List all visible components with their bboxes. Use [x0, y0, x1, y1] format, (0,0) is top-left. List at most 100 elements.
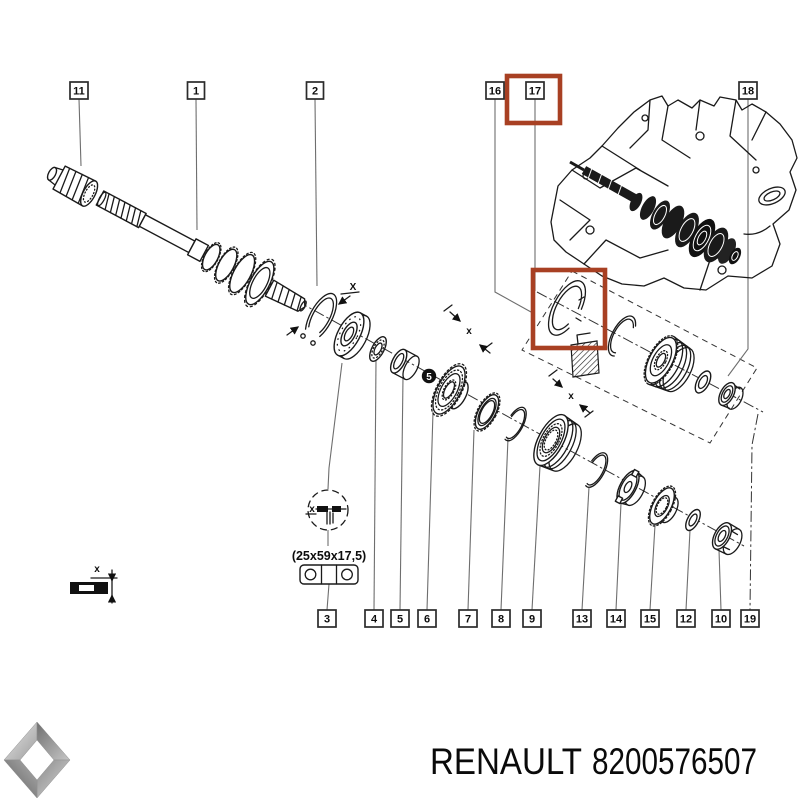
callout-top-1: 1 — [186, 81, 206, 100]
synchro-hub — [533, 413, 582, 472]
svg-text:1: 1 — [193, 86, 199, 98]
callout-bottom-14: 14 — [606, 609, 626, 628]
dimension-x-snap-ring: X — [286, 282, 360, 336]
housing-ribs — [559, 99, 786, 291]
callout-bottom-19: 19 — [740, 609, 760, 628]
callout-boxes-bottom: 3 4 5 6 7 8 9 13 14 15 12 10 19 — [317, 609, 760, 628]
highlight-frame-part-17 — [530, 267, 608, 351]
callout-bottom-6: 6 — [417, 609, 437, 628]
leader-9 — [531, 465, 541, 611]
callout-bottom-3: 3 — [317, 609, 337, 628]
leader-16 — [494, 99, 532, 313]
callout-bottom-5: 5 — [390, 609, 410, 628]
callout-bottom-13: 13 — [572, 609, 592, 628]
leader-14 — [615, 502, 622, 611]
svg-text:x: x — [568, 391, 574, 402]
dashed-group-outline — [521, 270, 758, 444]
leader-2 — [314, 98, 318, 287]
gearbox-housing-illustration — [550, 95, 798, 291]
leader-13 — [581, 486, 590, 611]
speed-gear: 5 — [421, 363, 469, 417]
callout-top-17: 17 — [525, 81, 545, 100]
bearing-symbol — [299, 564, 359, 585]
coupling-sleeve — [46, 165, 99, 207]
leader-19 — [749, 413, 759, 611]
svg-text:19: 19 — [744, 614, 756, 626]
dimension-x-gear: x — [443, 304, 493, 354]
leader-18 — [727, 99, 749, 377]
svg-text:12: 12 — [680, 614, 692, 626]
callout-bottom-15: 15 — [640, 609, 660, 628]
svg-text:3: 3 — [324, 614, 330, 626]
callout-top-16: 16 — [485, 81, 505, 100]
svg-text:x: x — [94, 564, 100, 575]
ball-bearing — [333, 311, 371, 360]
callout-bottom-10: 10 — [711, 609, 731, 628]
svg-text:13: 13 — [576, 614, 588, 626]
lock-washer — [685, 508, 701, 532]
leader-6 — [426, 411, 434, 611]
leader-1 — [195, 98, 198, 231]
highlight-frame-callout-17 — [504, 73, 563, 126]
leader-3-lower — [326, 583, 330, 611]
svg-text:x: x — [466, 326, 472, 337]
svg-text:5: 5 — [426, 372, 432, 383]
svg-text:8: 8 — [498, 614, 504, 626]
svg-text:6: 6 — [424, 614, 430, 626]
leader-12 — [685, 529, 691, 611]
svg-text:X: X — [350, 282, 357, 293]
callout-bottom-12: 12 — [676, 609, 696, 628]
svg-text:4: 4 — [371, 614, 378, 626]
svg-text:18: 18 — [742, 86, 754, 98]
leader-11 — [78, 98, 82, 167]
leader-lines — [78, 98, 759, 611]
callout-bottom-7: 7 — [458, 609, 478, 628]
detail-callout-group: x (25x59x17,5) — [292, 489, 366, 585]
thrust-washer — [369, 336, 387, 362]
gear-number-badge: 5 — [421, 368, 437, 384]
sliding-key-retainer — [614, 468, 647, 507]
pilot-bushing — [389, 348, 420, 381]
svg-text:11: 11 — [73, 86, 85, 98]
main-chain-parts: 5 — [46, 165, 743, 556]
shaft-nut — [711, 522, 743, 556]
shaft-snap-ring — [300, 292, 338, 346]
detail-circle — [307, 489, 349, 531]
leader-5 — [399, 376, 404, 611]
circlip-rear — [583, 452, 609, 488]
svg-text:9: 9 — [529, 614, 535, 626]
dimension-x-hub: x — [548, 369, 594, 418]
small-washer — [694, 370, 712, 394]
callout-top-11: 11 — [69, 81, 89, 100]
detail-x-label: x — [309, 504, 315, 515]
leader-3-upper — [327, 362, 343, 490]
svg-text:15: 15 — [644, 614, 656, 626]
housing-input-shaft-stack — [569, 160, 742, 265]
svg-text:2: 2 — [312, 86, 318, 98]
callout-top-2: 2 — [305, 81, 325, 100]
synchro-ring — [473, 392, 501, 432]
svg-text:10: 10 — [715, 614, 727, 626]
footer-part-number: 8200576507 — [592, 741, 757, 782]
leader-8 — [500, 437, 509, 611]
svg-text:16: 16 — [489, 86, 501, 98]
circlip-front — [503, 406, 527, 442]
callout-top-18: 18 — [738, 81, 758, 100]
x-dimension-legend: x — [70, 564, 118, 604]
svg-text:17: 17 — [529, 86, 541, 98]
bearing-size-label: (25x59x17,5) — [292, 549, 366, 563]
dimension-markers: X x x — [286, 282, 594, 418]
synchro-cone-gear — [647, 485, 679, 527]
snap-ring-highlighted — [547, 280, 587, 336]
spring-clip — [607, 315, 637, 357]
small-nut — [718, 381, 744, 410]
callout-bottom-9: 9 — [522, 609, 542, 628]
renault-logo — [3, 721, 71, 799]
callout-bottom-4: 4 — [364, 609, 384, 628]
leader-10 — [718, 549, 722, 611]
leader-7 — [467, 429, 475, 611]
callout-bottom-8: 8 — [491, 609, 511, 628]
